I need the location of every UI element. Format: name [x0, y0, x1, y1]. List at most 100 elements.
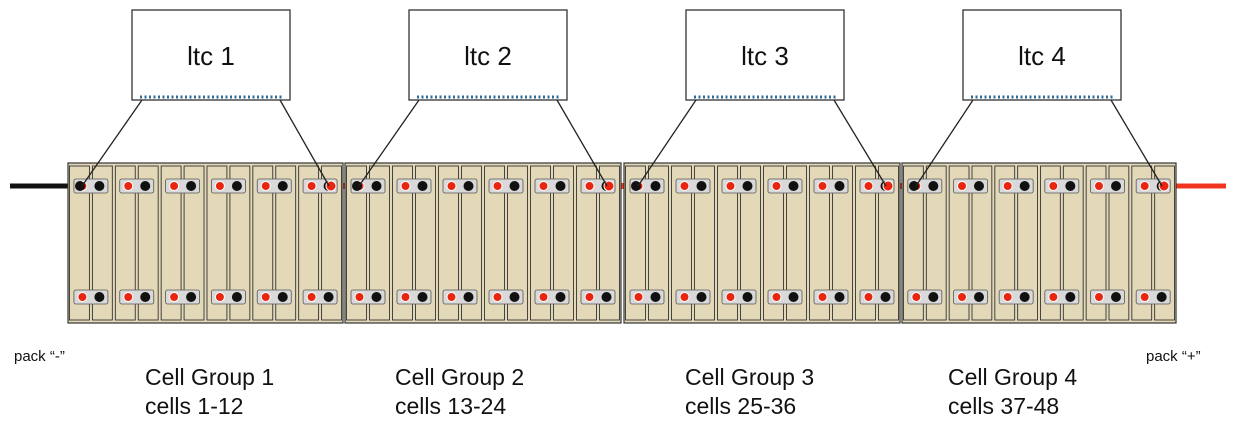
cell-plate: [530, 165, 551, 321]
cell-plate: [903, 165, 924, 321]
ltc-label: ltc 4: [1018, 41, 1066, 71]
cell-group-module-3: [623, 162, 901, 324]
positive-terminal: [446, 292, 457, 302]
positive-terminal: [260, 292, 271, 302]
cell-plate: [1062, 165, 1084, 321]
ltc-box: [962, 9, 1122, 101]
positive-terminal: [863, 181, 874, 191]
cell-plate: [855, 165, 876, 321]
positive-terminal: [169, 181, 180, 191]
ltc-monitor-4: ltc 4: [915, 9, 1163, 187]
positive-terminal: [725, 292, 736, 302]
cell-plate: [971, 165, 993, 321]
ltc-label: ltc 3: [741, 41, 789, 71]
cell-group-module-4: [901, 162, 1177, 324]
negative-terminal: [742, 292, 753, 302]
ltc-monitor-2: ltc 2: [358, 9, 608, 187]
cell-plate: [599, 165, 620, 321]
module-end-terminal: [325, 180, 337, 192]
cell-plate: [1040, 165, 1061, 321]
ltc-box: [685, 9, 845, 101]
cell-plate: [576, 165, 597, 321]
cell-plate: [1085, 165, 1107, 321]
pack-positive-label: pack “+”: [1146, 348, 1201, 365]
negative-terminal: [186, 292, 197, 302]
positive-terminal: [725, 181, 736, 191]
negative-terminal: [94, 292, 105, 302]
cell-plate: [392, 165, 413, 321]
positive-terminal: [492, 292, 503, 302]
cell-plate: [1131, 165, 1153, 321]
positive-terminal: [771, 181, 782, 191]
cell-plate: [91, 165, 113, 321]
positive-terminal: [169, 292, 180, 302]
positive-terminal: [1002, 292, 1013, 302]
negative-terminal: [650, 181, 661, 191]
module-box: [901, 162, 1177, 324]
negative-terminal: [880, 292, 891, 302]
positive-terminal: [911, 292, 922, 302]
positive-terminal: [584, 292, 595, 302]
pack-negative-label: pack “-”: [14, 348, 65, 365]
module-end-terminal: [909, 181, 919, 191]
cell-plate: [369, 165, 390, 321]
positive-terminal: [400, 181, 411, 191]
cell-plate: [1108, 165, 1130, 321]
negative-terminal: [555, 292, 566, 302]
sense-line-left: [637, 99, 697, 187]
positive-terminal: [400, 292, 411, 302]
positive-terminal: [1048, 292, 1059, 302]
negative-terminal: [834, 292, 845, 302]
sense-line-left: [358, 99, 420, 187]
negative-terminal: [974, 292, 984, 302]
positive-terminal: [1139, 181, 1150, 191]
cell-plate: [694, 165, 715, 321]
positive-terminal: [214, 292, 225, 302]
module-end-terminal: [75, 181, 85, 191]
positive-terminal: [492, 181, 503, 191]
cell-plate: [69, 165, 90, 321]
negative-terminal: [140, 181, 151, 191]
negative-terminal: [1111, 181, 1121, 191]
negative-terminal: [834, 181, 845, 191]
cell-plate: [507, 165, 528, 321]
cell-plate: [1017, 165, 1038, 321]
positive-terminal: [123, 181, 134, 191]
cell-plate: [183, 165, 205, 321]
cell-group-2-cells: cells 13-24: [395, 393, 507, 419]
module-end-terminal: [631, 181, 641, 191]
sense-line-right: [833, 99, 887, 187]
negative-terminal: [277, 181, 288, 191]
negative-terminal: [1065, 292, 1076, 302]
sense-line-right: [556, 99, 608, 187]
cell-group-3-cells: cells 25-36: [685, 393, 797, 419]
cell-group-2-title: Cell Group 2: [395, 364, 525, 390]
cell-plate: [832, 165, 853, 321]
ltc-monitor-3: ltc 3: [637, 9, 887, 187]
positive-terminal: [260, 181, 271, 191]
cell-group-module-2: [344, 162, 622, 324]
positive-terminal: [771, 292, 782, 302]
cell-plate: [925, 165, 947, 321]
cell-plate: [137, 165, 159, 321]
positive-terminal: [123, 292, 134, 302]
negative-terminal: [231, 181, 242, 191]
sense-line-left: [915, 99, 974, 187]
cell-plate: [740, 165, 761, 321]
positive-terminal: [538, 292, 549, 302]
cell-plate: [415, 165, 436, 321]
positive-terminal: [354, 292, 365, 302]
positive-terminal: [1002, 181, 1013, 191]
cell-plate: [160, 165, 182, 321]
cell-group-3-title: Cell Group 3: [685, 364, 815, 390]
negative-terminal: [371, 292, 382, 302]
negative-terminal: [463, 181, 474, 191]
positive-terminal: [817, 292, 828, 302]
positive-terminal: [306, 292, 317, 302]
negative-terminal: [1156, 292, 1167, 302]
negative-terminal: [417, 292, 428, 302]
module-end-terminal: [1158, 180, 1170, 192]
negative-terminal: [371, 181, 382, 191]
